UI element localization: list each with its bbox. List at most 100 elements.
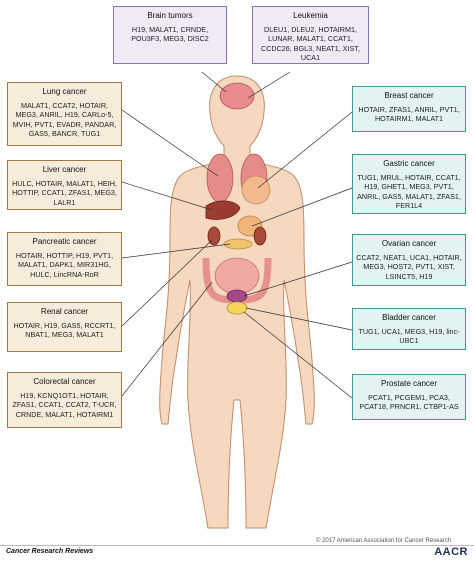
lncrna-item: ZFAS1 bbox=[69, 188, 95, 197]
box-prostate-list: PCAT1PCGEM1PCA3PCAT18PRNCR1CTBP1-AS bbox=[356, 393, 462, 412]
lncrna-item: DLEU1 bbox=[264, 25, 291, 34]
lncrna-item: ZFAS1 bbox=[389, 105, 415, 114]
lncrna-item: HOTAIRM1 bbox=[76, 409, 114, 419]
lncrna-item: TUG1 bbox=[358, 327, 381, 336]
lncrna-item: MEG3 bbox=[16, 110, 40, 119]
lncrna-item: MIR31HG bbox=[77, 260, 111, 269]
lncrna-item: HOTTIP bbox=[12, 188, 41, 197]
lncrna-item: HOTAIRM1 bbox=[318, 25, 357, 34]
box-lung-list: MALAT1CCAT2HOTAIRMEG3ANRILH19CARLo-5MVIH… bbox=[11, 101, 118, 139]
lncrna-item: CCAT1 bbox=[436, 173, 461, 182]
footer-divider bbox=[0, 545, 474, 546]
lncrna-item: KCNQ1OT1 bbox=[37, 391, 80, 400]
lncrna-item: MALAT1 bbox=[149, 25, 180, 34]
copyright-notice: © 2017 American Association for Cancer R… bbox=[316, 538, 452, 544]
lncrna-item: H19 bbox=[44, 321, 61, 330]
lncrna-item: H19 bbox=[364, 182, 381, 191]
lncrna-item: GAS5 bbox=[61, 321, 84, 330]
lncrna-item: CCAT1 bbox=[42, 188, 69, 197]
lncrna-item: H19 bbox=[20, 391, 37, 400]
lncrna-item: TUG1 bbox=[81, 129, 101, 139]
box-gastric: Gastric cancer TUG1MRULHOTAIRCCAT1H19GHE… bbox=[352, 154, 466, 214]
connector-breast bbox=[257, 111, 353, 189]
lncrna-item: CRNDE bbox=[16, 410, 46, 419]
connector-gastric bbox=[251, 187, 353, 227]
box-breast-title: Breast cancer bbox=[384, 91, 434, 100]
lncrna-item: FER1L4 bbox=[395, 201, 423, 211]
box-brain: Brain tumors H19MALAT1CRNDEPOU3F3MEG3DIS… bbox=[113, 6, 227, 64]
lncrna-item: HOTAIR bbox=[433, 253, 462, 262]
box-liver-title: Liver cancer bbox=[42, 165, 87, 174]
lncrna-item: PCAT18 bbox=[359, 402, 390, 411]
box-gastric-title: Gastric cancer bbox=[383, 159, 435, 168]
box-pancreatic-list: HOTAIRHOTTIPH19PVT1MALAT1DAPK1MIR31HGHUL… bbox=[11, 251, 118, 280]
lncrna-item: CCAT2 bbox=[356, 253, 383, 262]
box-renal-title: Renal cancer bbox=[40, 307, 89, 316]
lncrna-item: MEG3 bbox=[163, 34, 187, 43]
lncrna-item: MALAT1 bbox=[66, 179, 97, 188]
box-leukemia-list: DLEU1DLEU2HOTAIRM1LUNARMALAT1CCAT1CCDC26… bbox=[256, 25, 365, 63]
lncrna-item: DAPK1 bbox=[49, 260, 77, 269]
lncrna-item: CTBP1-AS bbox=[423, 402, 459, 412]
lncrna-item: PCA3 bbox=[429, 393, 450, 402]
lncrna-item: UCA1 bbox=[300, 53, 321, 63]
box-lung: Lung cancer MALAT1CCAT2HOTAIRMEG3ANRILH1… bbox=[7, 82, 122, 146]
lncrna-item: LincRNA-RoR bbox=[53, 269, 99, 279]
lncrna-item: MALAT1 bbox=[415, 114, 444, 124]
lncrna-item: PCAT1 bbox=[368, 393, 395, 402]
lncrna-item: MALAT1 bbox=[21, 101, 52, 110]
lncrna-item: NEAT1 bbox=[316, 44, 343, 53]
box-breast: Breast cancer HOTAIRZFAS1ANRILPVT1HOTAIR… bbox=[352, 86, 466, 132]
box-colorectal-title: Colorectal cancer bbox=[33, 377, 96, 386]
lncrna-item: PVT1 bbox=[35, 120, 57, 129]
lncrna-item: PVT1 bbox=[416, 262, 438, 271]
lncrna-item: HOTAIR bbox=[79, 101, 108, 110]
connector-renal bbox=[121, 239, 213, 327]
box-leukemia: Leukemia DLEU1DLEU2HOTAIRM1LUNARMALAT1CC… bbox=[252, 6, 369, 64]
lncrna-item: CCAT2 bbox=[66, 400, 93, 409]
lncrna-item: HOTAIR bbox=[80, 391, 109, 400]
lncrna-item: HOTAIR bbox=[358, 105, 389, 114]
lncrna-item: NBAT1 bbox=[25, 330, 52, 339]
box-breast-list: HOTAIRZFAS1ANRILPVT1HOTAIRM1MALAT1 bbox=[356, 105, 462, 124]
lncrna-item: ZFAS1 bbox=[437, 192, 461, 201]
box-ovarian-list: CCAT2NEAT1UCA1HOTAIRMEG3HOST2PVT1XISTLSI… bbox=[356, 253, 462, 282]
connector-pancreatic bbox=[121, 243, 231, 259]
box-pancreatic-title: Pancreatic cancer bbox=[32, 237, 97, 246]
lncrna-item: ANRIL bbox=[357, 192, 382, 201]
lncrna-item: TUG1 bbox=[357, 173, 380, 182]
lncrna-item: ZFAS1 bbox=[13, 400, 39, 409]
lncrna-item: MALAT1 bbox=[18, 260, 49, 269]
connector-brain bbox=[201, 71, 227, 93]
lncrna-item: PVT1 bbox=[440, 105, 460, 114]
connector-ovarian bbox=[243, 261, 353, 297]
lncrna-item: H19 bbox=[76, 251, 93, 260]
lncrna-item: HOTAIR bbox=[36, 179, 67, 188]
box-renal-list: HOTAIRH19GAS5RCCRT1NBAT1MEG3MALAT1 bbox=[11, 321, 118, 340]
lncrna-item: CCAT1 bbox=[39, 400, 66, 409]
lncrna-item: BGL3 bbox=[294, 44, 316, 53]
lncrna-item: HOTAIR bbox=[16, 251, 47, 260]
lncrna-item: MALAT1 bbox=[296, 34, 327, 43]
kidney-organ-right bbox=[253, 226, 267, 246]
lncrna-item: CRNDE bbox=[181, 25, 209, 34]
box-ovarian: Ovarian cancer CCAT2NEAT1UCA1HOTAIRMEG3H… bbox=[352, 234, 466, 286]
lncrna-item: RCCRT1 bbox=[84, 321, 115, 330]
lncrna-item: MEG3 bbox=[363, 262, 387, 271]
liver-organ bbox=[205, 200, 241, 220]
lncrna-item: HULC bbox=[30, 270, 54, 279]
lncrna-item: H19 bbox=[429, 327, 446, 336]
lncrna-item: CCDC26 bbox=[261, 44, 294, 53]
lncrna-item: MEG3 bbox=[95, 188, 117, 197]
lncrna-item: linc-UBC1 bbox=[399, 326, 460, 346]
connector-bladder bbox=[245, 307, 353, 331]
lncrna-item: BANCR bbox=[52, 129, 81, 138]
box-bladder-title: Bladder cancer bbox=[382, 313, 436, 322]
left-lung-organ bbox=[206, 153, 234, 203]
lncrna-item: PVT1 bbox=[93, 251, 113, 260]
lncrna-item: XIST bbox=[438, 262, 455, 271]
box-colorectal: Colorectal cancer H19KCNQ1OT1HOTAIR ZFAS1… bbox=[7, 372, 122, 428]
lncrna-item: HOTAIR bbox=[405, 173, 436, 182]
lncrna-item: DISC2 bbox=[187, 34, 209, 44]
